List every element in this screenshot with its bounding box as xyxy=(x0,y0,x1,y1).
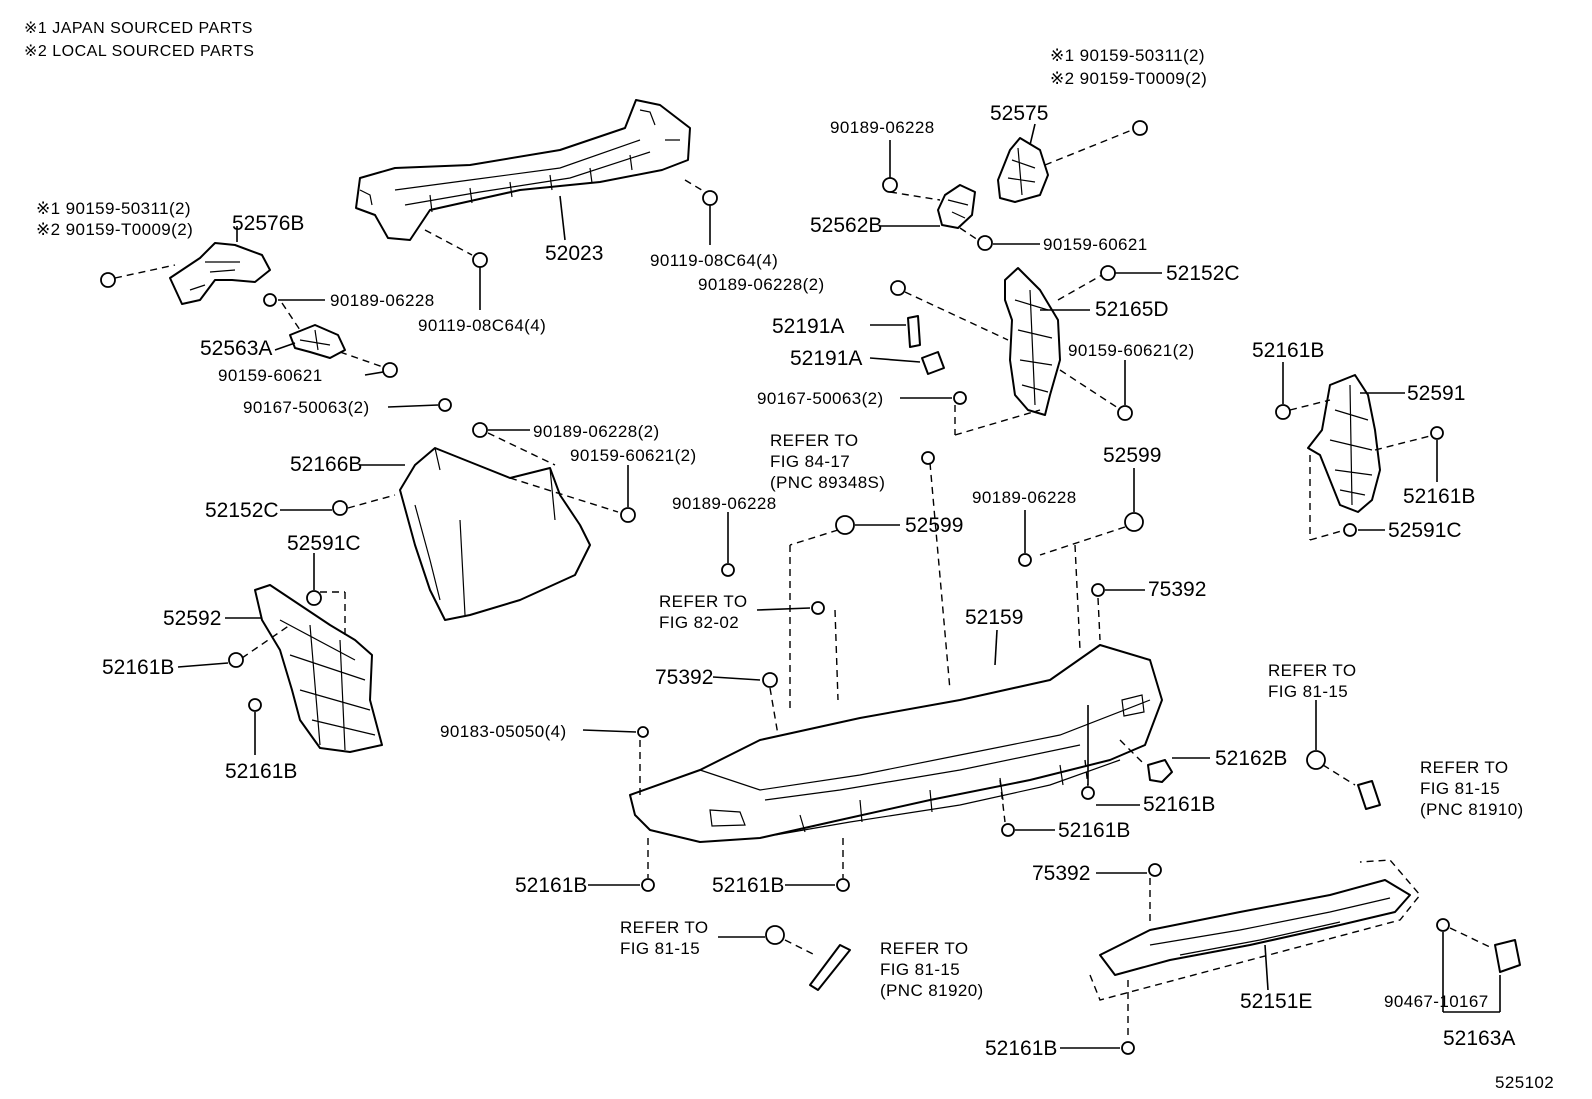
label-52191A-b: 52191A xyxy=(790,347,862,370)
fasteners xyxy=(100,120,1450,1055)
label-refer-f-3: (PNC 81920) xyxy=(880,981,984,1000)
label-refer-f-1: REFER TO xyxy=(880,939,969,958)
label-52161B-r2: 52161B xyxy=(1403,485,1475,508)
label-52023: 52023 xyxy=(545,242,603,265)
reinforcement-beam-52023 xyxy=(355,99,691,241)
label-90189-06228-b: 90189-06228 xyxy=(830,118,935,137)
label-refer-a-2: FIG 84-17 xyxy=(770,452,850,471)
label-90189-06228-a: 90189-06228 xyxy=(330,291,435,310)
pad-52191A-lower xyxy=(921,351,945,375)
label-52599-b: 52599 xyxy=(1103,444,1161,467)
label-52161B-b2: 52161B xyxy=(712,874,784,897)
label-90189-06228-d: 90189-06228(2) xyxy=(533,422,660,441)
label-52562B: 52562B xyxy=(810,214,882,237)
lower-garnish-52151E xyxy=(1099,879,1411,976)
label-refer-e-2: FIG 81-15 xyxy=(620,939,700,958)
label-90467-10167: 90467-10167 xyxy=(1384,992,1489,1011)
label-refer-b-1: REFER TO xyxy=(659,592,748,611)
label-refer-a-3: (PNC 89348S) xyxy=(770,473,885,492)
cap-52163A xyxy=(1494,939,1521,973)
clip-52162B xyxy=(1147,759,1173,783)
note-japan-sourced: ※1 JAPAN SOURCED PARTS xyxy=(24,20,253,37)
label-90189-06228-e: 90189-06228 xyxy=(672,494,777,513)
label-90159-60621-d: 90159-60621(2) xyxy=(570,446,697,465)
label-local-bolt-right: ※2 90159-T0009(2) xyxy=(1050,69,1207,88)
bracket-52563A xyxy=(289,324,346,359)
label-refer-d-1: REFER TO xyxy=(1420,758,1509,777)
label-75392-a: 75392 xyxy=(655,666,713,689)
label-52161B-c2: 52161B xyxy=(1058,819,1130,842)
label-90167-50063-b: 90167-50063(2) xyxy=(757,389,884,408)
note-local-sourced: ※2 LOCAL SOURCED PARTS xyxy=(24,43,255,60)
label-52575: 52575 xyxy=(990,102,1048,125)
label-52591C-r: 52591C xyxy=(1388,519,1462,542)
pad-52191A-upper xyxy=(907,315,921,348)
label-52159: 52159 xyxy=(965,606,1023,629)
label-52161B-c1: 52161B xyxy=(1143,793,1215,816)
label-52563A: 52563A xyxy=(200,337,272,360)
label-52161B-r1: 52161B xyxy=(1252,339,1324,362)
lower-bracket-52592 xyxy=(254,584,383,753)
label-52162B: 52162B xyxy=(1215,747,1287,770)
bracket-52575 xyxy=(997,137,1049,203)
label-52161B-l1: 52161B xyxy=(102,656,174,679)
label-local-bolt-left: ※2 90159-T0009(2) xyxy=(36,220,193,239)
label-refer-c-2: FIG 81-15 xyxy=(1268,682,1348,701)
label-90159-60621-a: 90159-60621 xyxy=(218,366,323,385)
label-refer-f-2: FIG 81-15 xyxy=(880,960,960,979)
label-52165D: 52165D xyxy=(1095,298,1169,321)
label-refer-e-1: REFER TO xyxy=(620,918,709,937)
label-90159-60621-c: 90159-60621(2) xyxy=(1068,341,1195,360)
side-bracket-52165D xyxy=(1004,267,1061,416)
rear-bumper-cover-52159 xyxy=(629,644,1163,843)
label-refer-a-1: REFER TO xyxy=(770,431,859,450)
reflector-81910 xyxy=(1357,780,1381,810)
label-refer-d-3: (PNC 81910) xyxy=(1420,800,1524,819)
label-52592: 52592 xyxy=(163,607,221,630)
label-75392-c: 75392 xyxy=(1032,862,1090,885)
label-52161B-l2: 52161B xyxy=(225,760,297,783)
label-japan-bolt-left: ※1 90159-50311(2) xyxy=(36,199,191,218)
label-90189-06228-c: 90189-06228(2) xyxy=(698,275,825,294)
side-bracket-52591 xyxy=(1307,374,1381,513)
label-52599-a: 52599 xyxy=(905,514,963,537)
label-52166B: 52166B xyxy=(290,453,362,476)
label-90159-60621-b: 90159-60621 xyxy=(1043,235,1148,254)
label-japan-bolt-right: ※1 90159-50311(2) xyxy=(1050,46,1205,65)
callout-labels: ※1 90159-50311(2) ※2 90159-T0009(2) 5257… xyxy=(36,46,1554,1092)
label-52152C-a: 52152C xyxy=(1166,262,1240,285)
bracket-52576B xyxy=(169,242,271,305)
label-refer-c-1: REFER TO xyxy=(1268,661,1357,680)
label-52161B-b1: 52161B xyxy=(515,874,587,897)
label-90119-08C64-b: 90119-08C64(4) xyxy=(418,316,546,335)
label-52163A: 52163A xyxy=(1443,1027,1515,1050)
leader-lines xyxy=(177,123,1501,1049)
label-90167-50063-a: 90167-50063(2) xyxy=(243,398,370,417)
reflector-81920 xyxy=(809,944,851,991)
label-90189-06228-f: 90189-06228 xyxy=(972,488,1077,507)
assembly-lines xyxy=(114,129,1493,1040)
label-90119-08C64-a: 90119-08C64(4) xyxy=(650,251,778,270)
label-52576B: 52576B xyxy=(232,212,304,235)
label-52591C-l: 52591C xyxy=(287,532,361,555)
label-refer-d-2: FIG 81-15 xyxy=(1420,779,1500,798)
rear-side-panel-52166B xyxy=(399,447,591,621)
figure-number: 525102 xyxy=(1495,1073,1554,1092)
label-52151E: 52151E xyxy=(1240,990,1312,1013)
label-52191A-a: 52191A xyxy=(772,315,844,338)
label-52591: 52591 xyxy=(1407,382,1465,405)
label-refer-b-2: FIG 82-02 xyxy=(659,613,739,632)
label-52152C-b: 52152C xyxy=(205,499,279,522)
label-52161B-b3: 52161B xyxy=(985,1037,1057,1060)
label-75392-b: 75392 xyxy=(1148,578,1206,601)
bracket-52562B xyxy=(937,184,976,229)
label-90183-05050: 90183-05050(4) xyxy=(440,722,567,741)
